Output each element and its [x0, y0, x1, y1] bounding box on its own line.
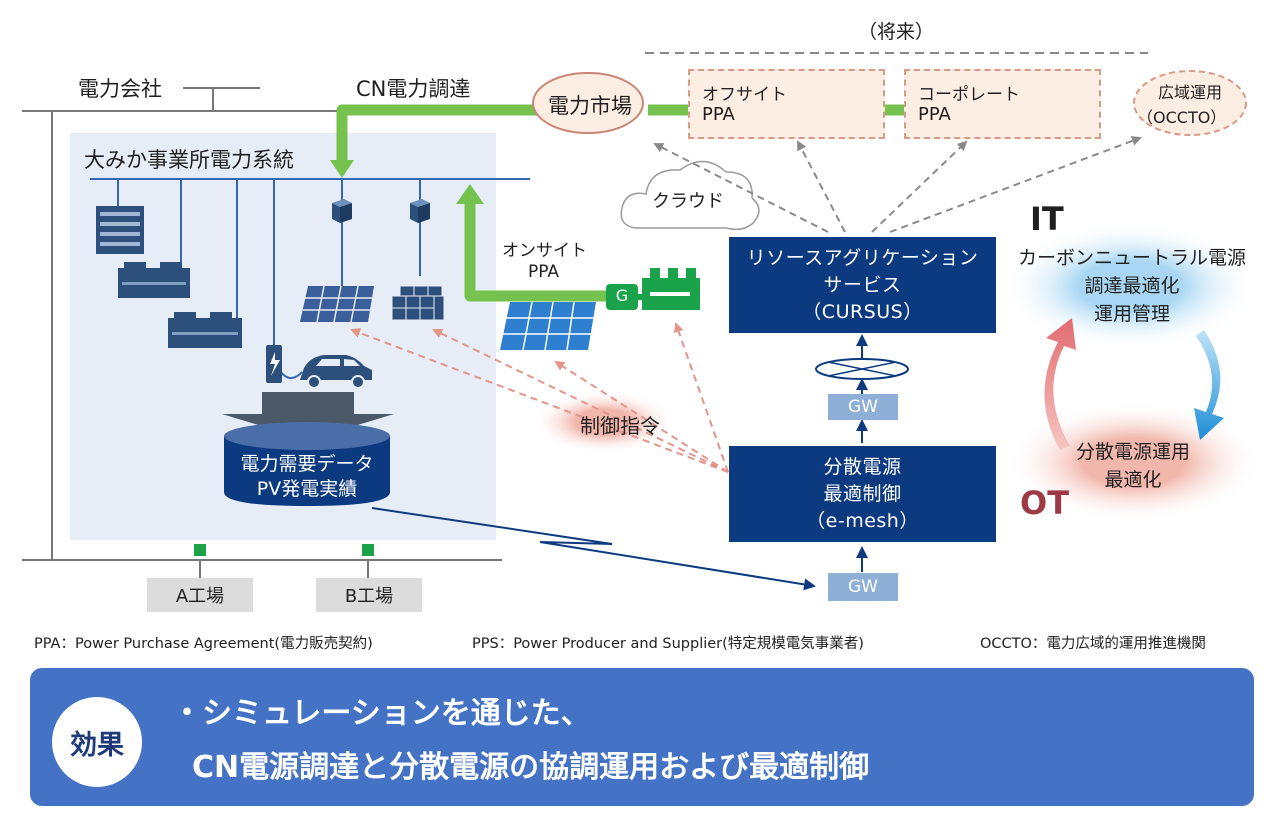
cursus-line1: リソースアグリケーション — [746, 246, 979, 269]
effect-badge: 効果 — [52, 697, 142, 787]
ot-cloud-line2: 最適化 — [1104, 469, 1162, 491]
cloud-label: クラウド — [652, 191, 724, 212]
emesh-control-box[interactable]: 分散電源 最適制御 （e-mesh） — [729, 446, 996, 542]
ot-label: OT — [1020, 484, 1070, 522]
cn-procurement-path — [336, 104, 905, 302]
occto-label: 広域運用 — [1158, 83, 1223, 102]
it-cloud-line2: 調達最適化 — [1084, 275, 1180, 297]
occto-sublabel: （OCCTO） — [1137, 108, 1227, 127]
site-bus — [90, 178, 530, 379]
it-label: IT — [1030, 200, 1064, 238]
control-links — [350, 322, 729, 473]
power-market-node — [532, 72, 644, 134]
factory-a-button[interactable]: A工場 — [147, 578, 253, 612]
footnote-pps: PPS：Power Producer and Supplier(特定規模電気事業… — [472, 636, 864, 652]
inverter-icon — [410, 199, 430, 223]
building-icon — [96, 206, 144, 254]
cn-procurement-label: CN電力調達 — [356, 77, 471, 101]
ot-cloud-line1: 分散電源運用 — [1075, 441, 1190, 463]
cursus-service-box[interactable]: リソースアグリケーション サービス （CURSUS） — [729, 237, 996, 333]
corporate-ppa-box — [904, 69, 1101, 139]
ev-charger-icon — [266, 345, 282, 383]
cursus-line3: （CURSUS） — [802, 300, 923, 323]
site-system-title: 大みか事業所電力系統 — [84, 148, 294, 172]
effect-banner — [30, 668, 1254, 806]
gw-upper-box[interactable]: GW — [828, 394, 898, 420]
cloud-shape — [620, 160, 760, 231]
control-command-label: 制御指令 — [580, 414, 660, 438]
factory-equipment-icon — [118, 262, 190, 298]
cursus-line2: サービス — [823, 273, 902, 296]
data-link — [371, 507, 816, 591]
emesh-line2: 最適制御 — [823, 482, 902, 505]
control-command-cloud — [532, 390, 676, 454]
future-label: （将来） — [858, 21, 935, 43]
cursus-links — [653, 136, 1142, 233]
offsite-ppa-label: オフサイト — [702, 85, 787, 105]
occto-node — [1133, 70, 1247, 136]
offsite-ppa-sublabel: PPA — [702, 104, 735, 125]
demand-data-line1: 電力需要データ — [240, 453, 374, 475]
database-icon — [224, 422, 390, 506]
onsite-ppa-label: オンサイト — [502, 241, 587, 261]
it-cloud-line1: カーボンニュートラル電源 — [1017, 247, 1246, 269]
generator-icon — [606, 268, 700, 310]
it-cloud-line3: 運用管理 — [1093, 303, 1170, 325]
effect-line-2: CN電源調達と分散電源の協調運用および最適制御 — [192, 750, 870, 785]
it-cloud — [1002, 222, 1258, 350]
corporate-ppa-label: コーポレート — [918, 85, 1020, 105]
footnote-ppa: PPA：Power Purchase Agreement(電力販売契約) — [34, 636, 373, 652]
gw-lower-box[interactable]: GW — [828, 573, 898, 601]
generator-label: G — [615, 286, 629, 305]
effect-line-1: ・シミュレーションを通じた、 — [172, 696, 591, 731]
footnote-occto: OCCTO：電力広域的運用推進機関 — [980, 636, 1206, 652]
emesh-line3: （e-mesh） — [806, 509, 919, 532]
demand-data-line2: PV発電実績 — [256, 478, 358, 500]
ot-cloud-text: 分散電源運用 最適化 — [1050, 438, 1216, 494]
onsite-solar-icon — [500, 301, 596, 351]
battery-stack-icon — [391, 285, 445, 321]
inverter-icon — [332, 199, 352, 223]
network-switch-icon — [815, 358, 909, 380]
up-cycle-arrow — [1044, 318, 1076, 450]
emesh-line1: 分散電源 — [823, 455, 902, 478]
factory-equipment-icon — [168, 312, 242, 348]
power-market-label: 電力市場 — [548, 94, 632, 118]
ot-cloud — [1006, 402, 1262, 522]
it-cloud-text: カーボンニュートラル電源 調達最適化 運用管理 — [1008, 244, 1256, 328]
power-company-label: 電力会社 — [78, 77, 162, 101]
down-cycle-arrow — [1194, 330, 1224, 440]
corporate-ppa-sublabel: PPA — [918, 104, 951, 125]
car-icon — [300, 355, 372, 389]
offsite-ppa-box — [688, 69, 885, 139]
demand-data-label: 電力需要データ PV発電実績 — [224, 452, 390, 502]
site-solar-panel-icon — [300, 285, 374, 323]
onsite-ppa-sublabel: PPA — [528, 262, 560, 282]
factory-b-button[interactable]: B工場 — [316, 578, 422, 612]
